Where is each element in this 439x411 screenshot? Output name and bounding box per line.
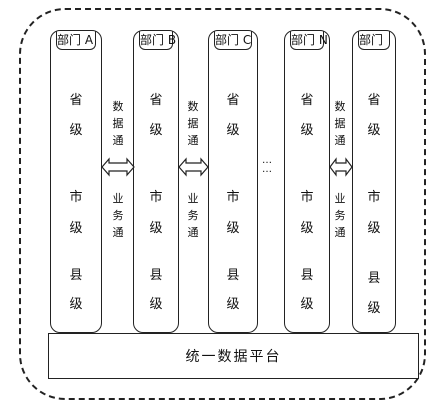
outer-dashed-boundary bbox=[19, 8, 426, 400]
level-char: 市 bbox=[69, 190, 83, 205]
level-char: 级 bbox=[300, 221, 314, 236]
level-char: 级 bbox=[300, 297, 314, 312]
level-char: 省 bbox=[367, 93, 381, 108]
connector-char: 业 bbox=[334, 192, 346, 205]
level-char: 级 bbox=[367, 301, 381, 316]
department-title: 部门 N bbox=[291, 33, 328, 47]
unified-data-platform: 统一数据平台 bbox=[48, 333, 419, 379]
level-char: 级 bbox=[69, 221, 83, 236]
level-char: 县 bbox=[226, 268, 240, 283]
connector-char: 数 bbox=[334, 100, 346, 113]
connector-char: 数 bbox=[112, 100, 124, 113]
department-title: 部门 C bbox=[215, 33, 252, 47]
level-char: 级 bbox=[300, 123, 314, 138]
ellipsis-marker: … … bbox=[262, 155, 273, 175]
department-title: 部门 B bbox=[140, 33, 177, 47]
department-column-b: 部门 B 省 级 市 级 县 级 bbox=[133, 30, 179, 333]
level-char: 级 bbox=[149, 123, 163, 138]
connector-char: 据 bbox=[112, 117, 124, 130]
level-char: 级 bbox=[226, 123, 240, 138]
bidirectional-arrow-icon bbox=[178, 157, 209, 177]
department-column-c: 部门 C 省 级 市 级 县 级 bbox=[208, 30, 258, 333]
department-title-box bbox=[290, 31, 324, 50]
department-title-box bbox=[56, 31, 96, 50]
department-column-last: 部门 省 级 市 级 县 级 bbox=[352, 30, 396, 333]
level-char: 县 bbox=[69, 268, 83, 283]
level-char: 级 bbox=[149, 221, 163, 236]
ellipsis-text: … bbox=[262, 155, 273, 166]
connector-char: 通 bbox=[187, 226, 199, 239]
level-char: 级 bbox=[69, 123, 83, 138]
bidirectional-arrow-icon bbox=[329, 157, 353, 177]
level-char: 县 bbox=[367, 271, 381, 286]
department-column-a: 部门 A 省 级 市 级 县 级 bbox=[50, 30, 102, 333]
level-char: 县 bbox=[149, 268, 163, 283]
level-char: 市 bbox=[300, 190, 314, 205]
department-title-box bbox=[139, 31, 173, 50]
connector-char: 业 bbox=[187, 192, 199, 205]
level-char: 级 bbox=[226, 221, 240, 236]
level-char: 级 bbox=[226, 297, 240, 312]
connector-char: 通 bbox=[334, 134, 346, 147]
department-column-n: 部门 N 省 级 市 级 县 级 bbox=[284, 30, 330, 333]
connector-text-business: 业 务 通 bbox=[333, 190, 347, 241]
connector-char: 据 bbox=[334, 117, 346, 130]
level-char: 省 bbox=[69, 93, 83, 108]
level-char: 市 bbox=[367, 190, 381, 205]
level-char: 级 bbox=[149, 297, 163, 312]
connector-char: 务 bbox=[334, 209, 346, 222]
connector-text-data: 数 据 通 bbox=[333, 98, 347, 149]
level-char: 省 bbox=[226, 93, 240, 108]
connector-char: 务 bbox=[187, 209, 199, 222]
connector-char: 通 bbox=[187, 134, 199, 147]
connector-char: 据 bbox=[187, 117, 199, 130]
connector-text-data: 数 据 通 bbox=[186, 98, 200, 149]
connector-text-business: 业 务 通 bbox=[186, 190, 200, 241]
level-char: 市 bbox=[149, 190, 163, 205]
connector-char: 通 bbox=[334, 226, 346, 239]
bidirectional-arrow-icon bbox=[101, 157, 135, 177]
level-char: 级 bbox=[367, 123, 381, 138]
level-char: 市 bbox=[226, 190, 240, 205]
ellipsis-text: … bbox=[262, 164, 273, 175]
department-title: 部门 bbox=[359, 33, 384, 47]
connector-char: 通 bbox=[112, 134, 124, 147]
connector-char: 业 bbox=[112, 192, 124, 205]
level-char: 县 bbox=[300, 268, 314, 283]
level-char: 级 bbox=[69, 297, 83, 312]
level-char: 级 bbox=[367, 221, 381, 236]
level-char: 省 bbox=[300, 93, 314, 108]
department-title-box bbox=[358, 31, 390, 50]
connector-char: 务 bbox=[112, 209, 124, 222]
department-title: 部门 A bbox=[57, 33, 94, 47]
connector-char: 数 bbox=[187, 100, 199, 113]
connector-text-business: 业 务 通 bbox=[111, 190, 125, 241]
connector-char: 通 bbox=[112, 226, 124, 239]
department-title-box bbox=[214, 31, 252, 50]
level-char: 省 bbox=[149, 93, 163, 108]
connector-text-data: 数 据 通 bbox=[111, 98, 125, 149]
